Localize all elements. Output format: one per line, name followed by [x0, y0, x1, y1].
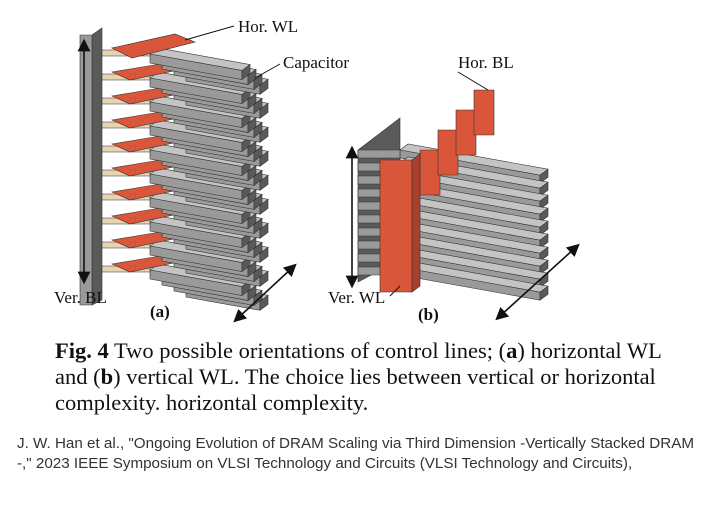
- capacitor-bar-end: [259, 126, 269, 143]
- capacitor-bar-end: [247, 92, 257, 110]
- vertical-bitline-side: [91, 27, 103, 306]
- horizontal-bitline: [419, 149, 441, 196]
- capacitor-bar-end: [247, 164, 257, 182]
- caption-a: a: [506, 338, 518, 363]
- vertical-wordline-side: [411, 153, 421, 293]
- label-ver-bl: Ver. BL: [54, 288, 107, 307]
- capacitor-bar-end: [253, 169, 263, 186]
- dram-figure: Hor. WL Capacitor Ver. BL (a) Hor. BL Ve…: [54, 17, 580, 324]
- horizontal-bitline: [473, 89, 495, 136]
- capacitor-bar-end: [253, 145, 263, 162]
- capacitor-bar-end: [253, 121, 263, 138]
- capacitor-bar-end: [259, 102, 269, 119]
- label-ver-wl: Ver. WL: [328, 288, 385, 307]
- capacitor-bar-end: [247, 212, 257, 230]
- horizontal-wordline-top: [111, 33, 196, 59]
- capacitor-bar-end: [247, 236, 257, 254]
- horizontal-bitline: [437, 129, 459, 176]
- capacitor-bar-end: [247, 140, 257, 158]
- leader-hor-wl: [184, 25, 235, 41]
- caption-text: ) vertical WL. The choice lies between v…: [55, 364, 656, 415]
- caption-text: ) horizontal WL and (: [55, 338, 662, 389]
- horizontal-bitline: [455, 109, 477, 156]
- label-hor-wl: Hor. WL: [238, 17, 298, 36]
- capacitor-bar-end: [259, 174, 269, 191]
- capacitor-bar-end: [247, 68, 257, 86]
- caption-fig-label: Fig. 4: [55, 338, 109, 363]
- capacitor-bar-end: [259, 246, 269, 263]
- capacitor-bar-end: [259, 222, 269, 239]
- label-panel-b: (b): [418, 305, 439, 324]
- capacitor-bar-end: [259, 198, 269, 215]
- panel-a-diagram: [79, 27, 269, 311]
- capacitor-bar-end: [241, 63, 251, 81]
- capacitor-bar-end: [253, 73, 263, 91]
- caption-text: Two possible orientations of control lin…: [108, 338, 507, 363]
- leader-capacitor: [254, 63, 281, 79]
- label-hor-bl: Hor. BL: [458, 53, 514, 72]
- capacitor-bar-end: [253, 241, 263, 258]
- figure-caption: Fig. 4 Two possible orientations of cont…: [55, 338, 695, 416]
- capacitor-bar-end: [253, 97, 263, 115]
- diagonal-arrow-b: [495, 243, 580, 321]
- capacitor-bar-end: [247, 188, 257, 206]
- capacitor-bar-end: [259, 78, 269, 95]
- vertical-bitline: [79, 34, 93, 306]
- panel-b-diagram: [357, 89, 549, 301]
- label-panel-a: (a): [150, 302, 170, 321]
- diagonal-arrow-a: [233, 263, 297, 323]
- capacitor-bar-end: [259, 150, 269, 167]
- capacitor-bar-end: [247, 116, 257, 134]
- leader-ver-wl: [389, 285, 401, 297]
- capacitor-bar-end: [253, 193, 263, 210]
- label-capacitor: Capacitor: [283, 53, 349, 72]
- leader-hor-bl: [457, 71, 489, 91]
- citation-text: J. W. Han et al., "Ongoing Evolution of …: [17, 435, 695, 472]
- caption-b: b: [100, 364, 114, 389]
- cell-front: [357, 149, 401, 159]
- vertical-wordline: [379, 159, 413, 293]
- capacitor-bar-end: [253, 217, 263, 234]
